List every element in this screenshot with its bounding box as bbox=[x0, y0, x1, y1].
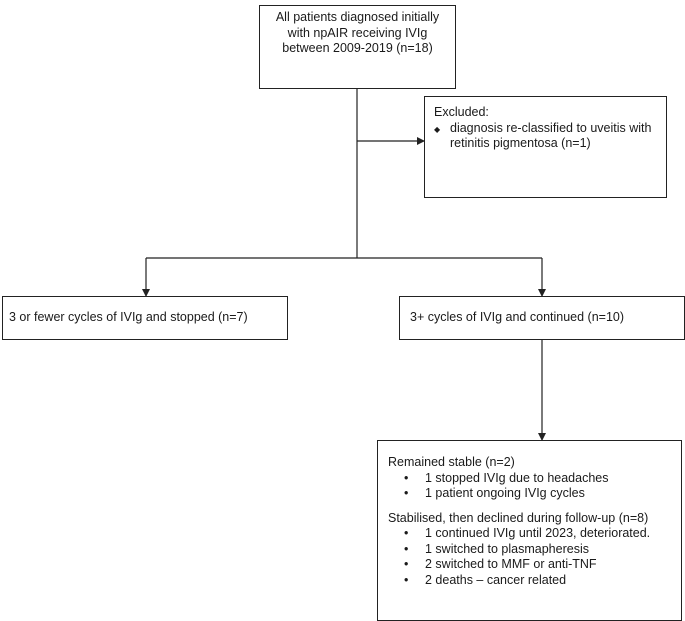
list-item: 1 patient ongoing IVIg cycles bbox=[388, 486, 681, 502]
list-item: 2 deaths – cancer related bbox=[388, 573, 681, 589]
remained-stable-list: 1 stopped IVIg due to headaches 1 patien… bbox=[388, 471, 681, 502]
list-item: 2 switched to MMF or anti-TNF bbox=[388, 557, 681, 573]
excluded-item: diagnosis re-classified to uveitis with … bbox=[434, 121, 666, 152]
all-patients-box: All patients diagnosed initially with np… bbox=[259, 5, 456, 89]
declined-title: Stabilised, then declined during follow-… bbox=[388, 510, 649, 525]
stopped-early-box: 3 or fewer cycles of IVIg and stopped (n… bbox=[2, 296, 288, 340]
list-item: 1 switched to plasmapheresis bbox=[388, 542, 681, 558]
all-patients-line-3: between 2009-2019 (n=18) bbox=[282, 41, 433, 55]
excluded-item-line-1: diagnosis re-classified to uveitis with bbox=[450, 120, 652, 135]
list-item: 1 continued IVIg until 2023, deteriorate… bbox=[388, 526, 681, 542]
list-item: 1 stopped IVIg due to headaches bbox=[388, 471, 681, 487]
all-patients-line-1: All patients diagnosed initially bbox=[275, 10, 440, 24]
continued-box: 3+ cycles of IVIg and continued (n=10) bbox=[399, 296, 685, 340]
excluded-item-line-2: retinitis pigmentosa (n=1) bbox=[450, 136, 591, 150]
excluded-list: diagnosis re-classified to uveitis with … bbox=[434, 121, 666, 152]
outcomes-box: Remained stable (n=2) 1 stopped IVIg due… bbox=[377, 440, 682, 621]
remained-stable-title: Remained stable (n=2) bbox=[388, 455, 515, 469]
declined-list: 1 continued IVIg until 2023, deteriorate… bbox=[388, 526, 681, 588]
stopped-early-label: 3 or fewer cycles of IVIg and stopped (n… bbox=[9, 310, 248, 324]
all-patients-line-2: with npAIR receiving IVIg bbox=[287, 25, 428, 40]
continued-label: 3+ cycles of IVIg and continued (n=10) bbox=[410, 310, 625, 324]
excluded-title: Excluded: bbox=[434, 105, 489, 119]
excluded-box: Excluded: diagnosis re-classified to uve… bbox=[424, 96, 667, 198]
